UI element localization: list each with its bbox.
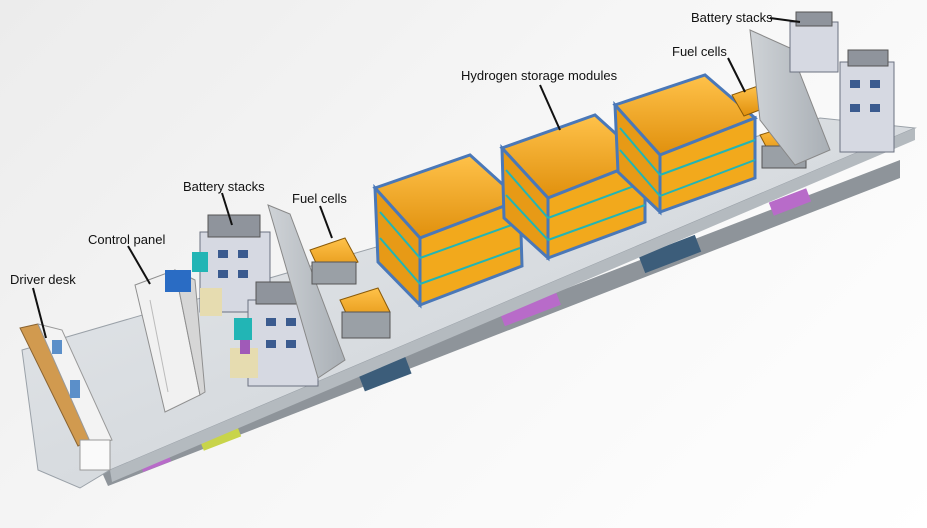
control-panel (134, 269, 206, 413)
leader-driver-desk (32, 287, 47, 339)
label-driver-desk: Driver desk (10, 272, 76, 287)
hydrogen-module-1 (372, 153, 524, 309)
leader-fuel-front (319, 205, 333, 239)
label-hydrogen-storage: Hydrogen storage modules (461, 68, 618, 83)
partition-wall-front (267, 204, 346, 379)
label-control-panel: Control panel (88, 232, 166, 247)
leader-lines (32, 17, 801, 339)
hydrogen-module-2 (499, 113, 648, 262)
undercarriage (100, 160, 900, 486)
battery-stack-rear-2 (839, 49, 895, 153)
leader-battery-front (221, 192, 233, 226)
platform-edge (110, 128, 915, 482)
leader-fuel-rear (727, 57, 746, 93)
label-battery-stacks-rear: Battery stacks (691, 10, 773, 25)
driver-desk (19, 323, 113, 471)
battery-stack-rear-1 (789, 11, 839, 73)
fuel-cell-front-1 (309, 237, 359, 285)
leader-hydrogen (539, 84, 561, 131)
label-battery-stacks-front: Battery stacks (183, 179, 265, 194)
hydrogen-module-3 (612, 73, 758, 216)
partition-wall-rear (749, 29, 831, 166)
label-fuel-cells-rear: Fuel cells (672, 44, 727, 59)
leader-battery-rear (769, 17, 801, 23)
fuel-cell-front-2 (339, 287, 391, 339)
label-fuel-cells-front: Fuel cells (292, 191, 347, 206)
leader-control-panel (127, 245, 151, 285)
